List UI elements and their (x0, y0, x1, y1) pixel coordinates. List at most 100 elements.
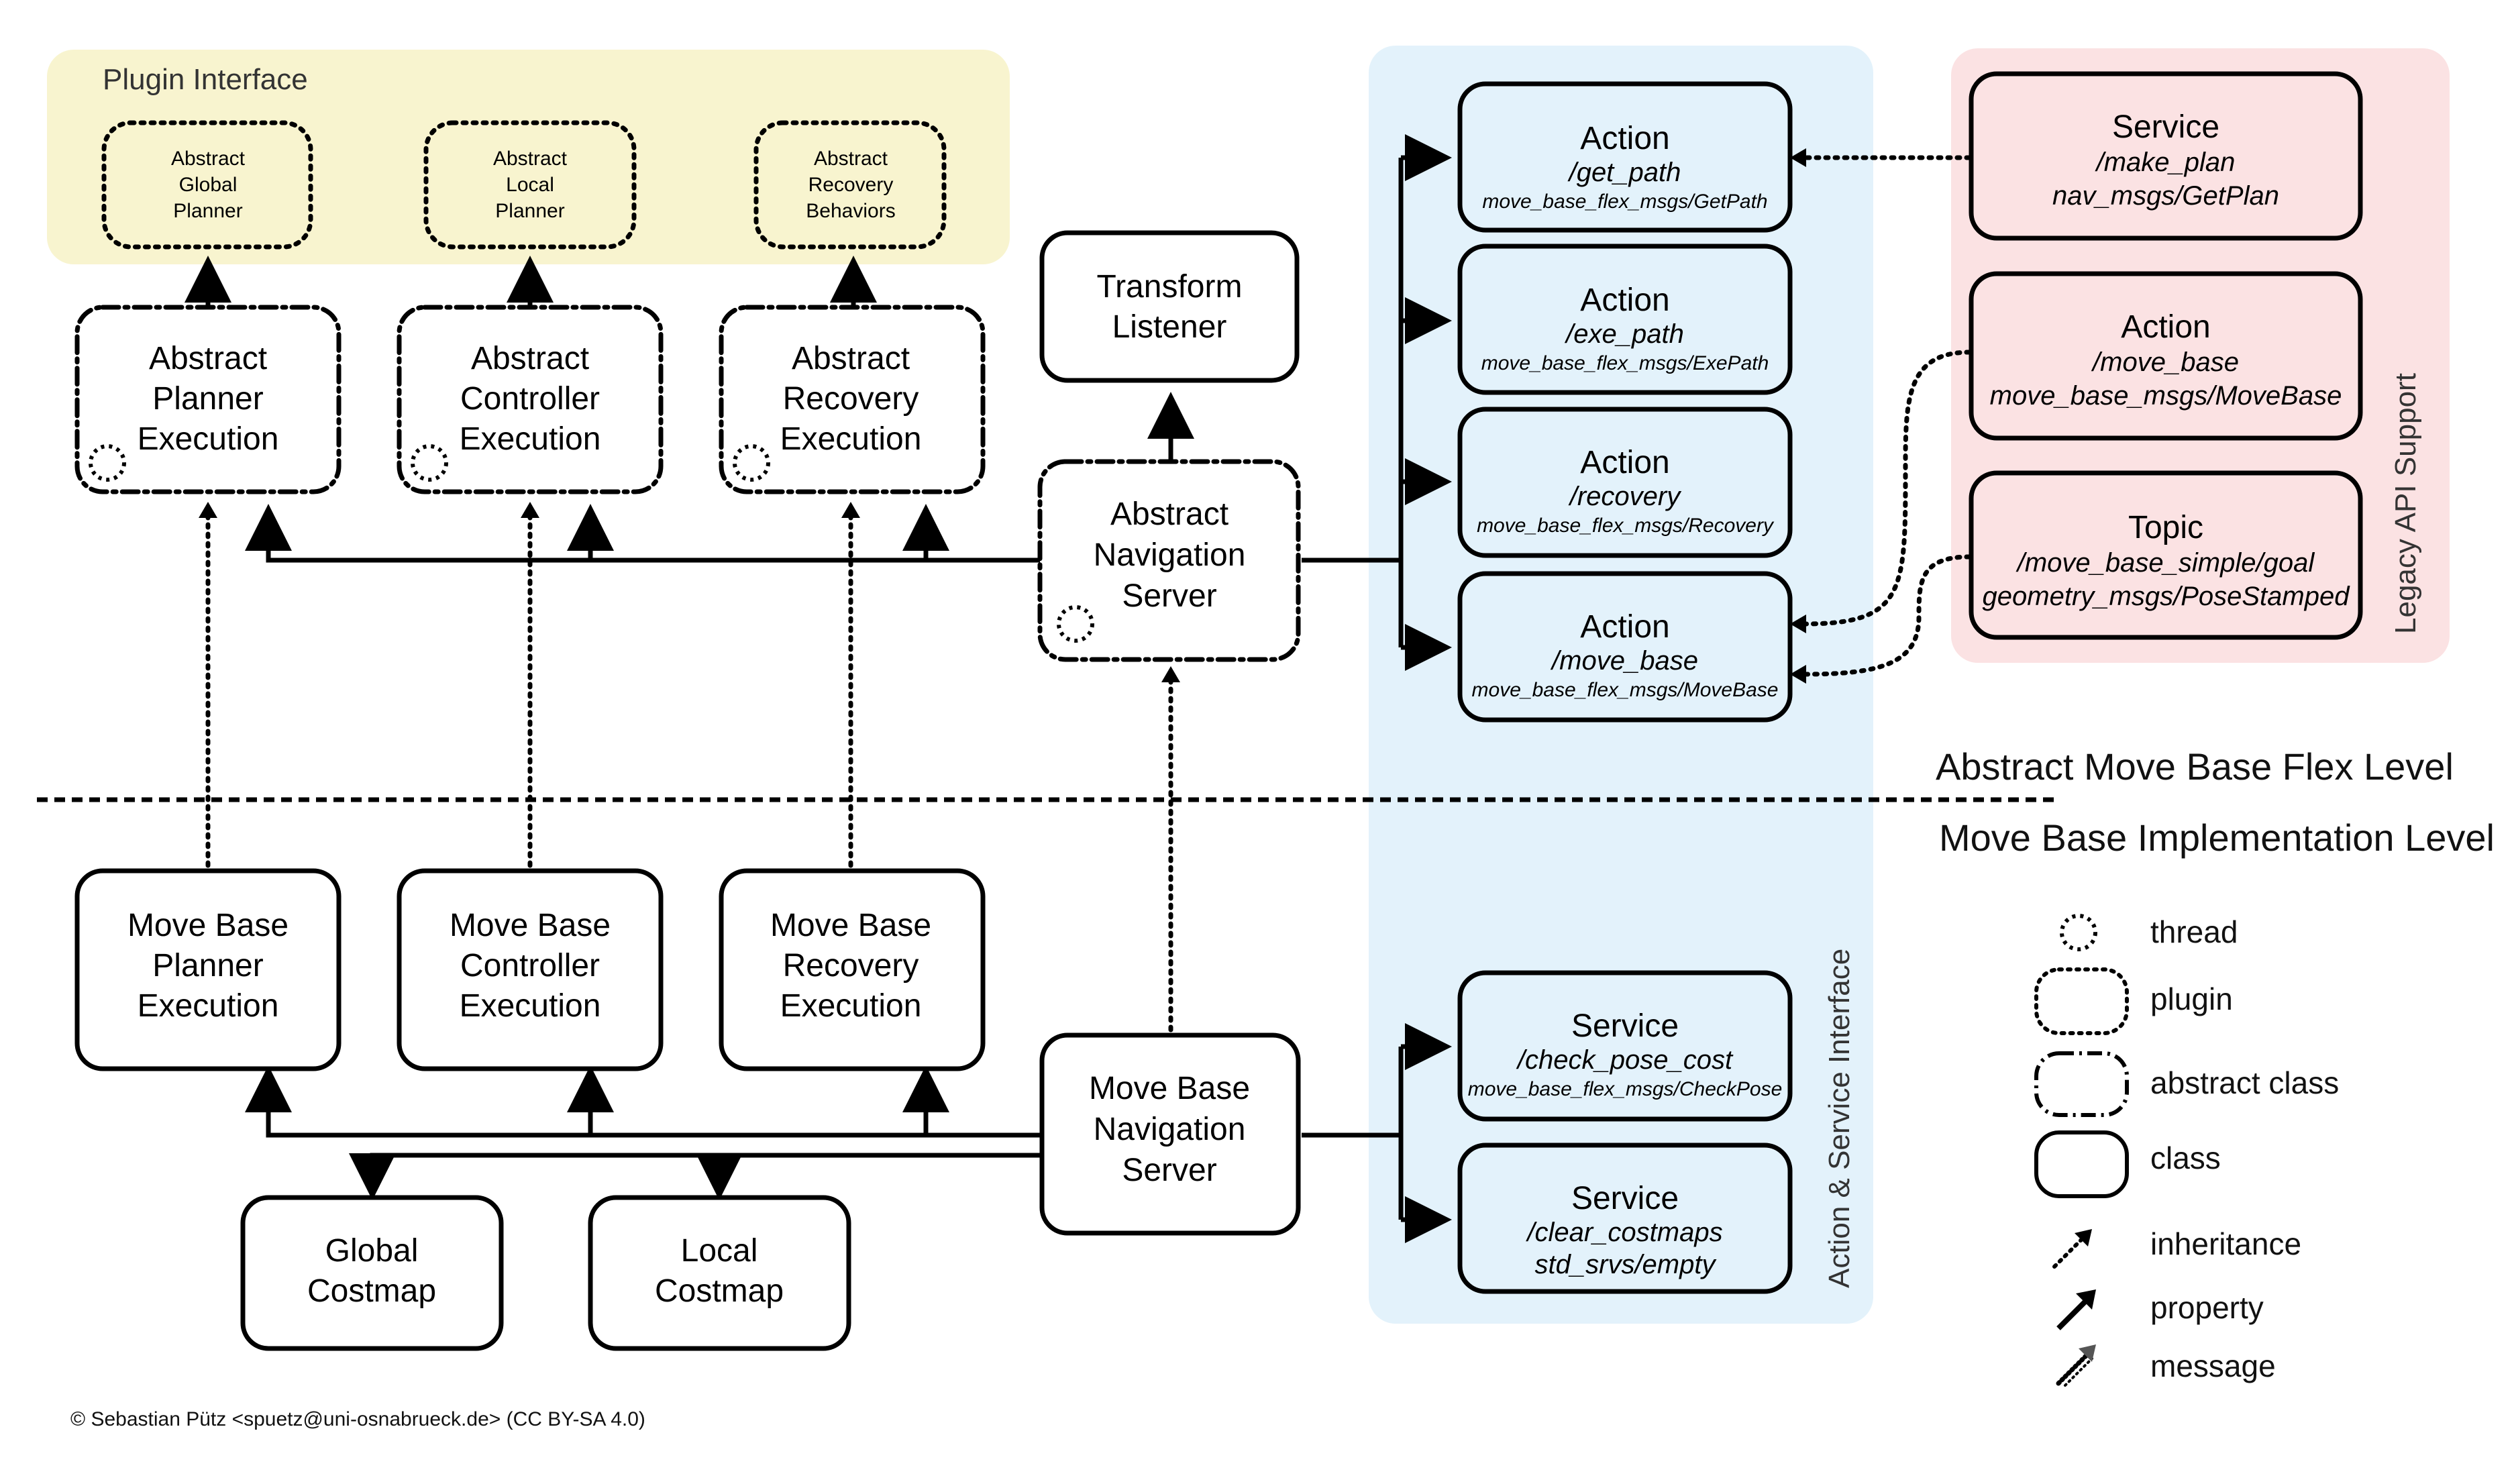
local-costmap-line2: Costmap (655, 1273, 784, 1309)
abstract-controller-line2: Controller (460, 381, 600, 417)
get-path-kind: Action (1580, 121, 1669, 156)
global-planner-line3: Planner (173, 200, 242, 222)
abstract-navigation-server-box (1037, 459, 1301, 662)
check-pose-cost-kind: Service (1571, 1008, 1679, 1044)
action-exe-path-box (1457, 244, 1793, 395)
legacy-make-plan-box (1969, 71, 2363, 241)
mb-planner-line1: Move Base (127, 908, 289, 943)
clear-costmaps-kind: Service (1571, 1181, 1679, 1216)
mb-nav-server-line1: Move Base (1089, 1071, 1250, 1106)
transform-listener-box (1039, 230, 1300, 383)
abstract-nav-server-line2: Navigation (1094, 537, 1246, 573)
legend-property-icon (2056, 1289, 2096, 1330)
recovery-behaviors-line2: Recovery (808, 174, 894, 196)
legacy-move-base-kind: Action (2121, 309, 2210, 345)
move-base-kind: Action (1580, 609, 1669, 645)
global-costmap-line2: Costmap (307, 1273, 436, 1309)
message-heads (1790, 148, 1806, 684)
copyright-notice: © Sebastian Pütz <spuetz@uni-osnabrueck.… (70, 1408, 645, 1430)
plugin-interface-label: Plugin Interface (103, 63, 308, 96)
mb-controller-line3: Execution (460, 988, 601, 1024)
action-get-path-box (1457, 81, 1793, 233)
mb-planner-line3: Execution (138, 988, 279, 1024)
move-base-simple-type: geometry_msgs/PoseStamped (1983, 582, 2351, 611)
abstract-planner-line3: Execution (138, 421, 279, 457)
plugin-box-recovery-behaviors (753, 120, 947, 250)
recovery-type: move_base_flex_msgs/Recovery (1477, 515, 1775, 537)
legacy-move-base-type: move_base_msgs/MoveBase (1990, 381, 2342, 411)
move-base-type: move_base_flex_msgs/MoveBase (1472, 679, 1779, 701)
make-plan-kind: Service (2112, 109, 2219, 145)
legend-property-label: property (2150, 1290, 2264, 1325)
thread-icon (1057, 605, 1094, 643)
exe-path-name: /exe_path (1564, 319, 1684, 349)
legend-abstract-class-icon (2034, 1051, 2129, 1117)
local-planner-line3: Planner (495, 200, 564, 222)
move-base-name: /move_base (1550, 646, 1698, 676)
abstract-planner-execution-box (74, 305, 342, 494)
legend-abstract-class-label: abstract class (2150, 1065, 2339, 1100)
legend-thread-icon (2060, 914, 2097, 951)
legacy-move-base-box (1969, 271, 2363, 441)
abstract-planner-line2: Planner (152, 381, 263, 417)
abstract-nav-server-line1: Abstract (1110, 496, 1228, 532)
global-planner-line2: Global (179, 174, 238, 196)
recovery-kind: Action (1580, 445, 1669, 480)
legacy-api-support-label: Legacy API Support (2389, 373, 2422, 634)
plugin-box-global-planner (101, 120, 313, 250)
legend-plugin-label: plugin (2150, 982, 2233, 1016)
global-costmap-line1: Global (325, 1233, 419, 1269)
move-base-simple-name: /move_base_simple/goal (2015, 548, 2315, 578)
action-recovery-box (1457, 407, 1793, 558)
prop-arrow-global-costmap (349, 1153, 1040, 1200)
thread-icon (411, 444, 448, 482)
local-costmap-line1: Local (681, 1233, 758, 1269)
prop-arrow-mb-planner (245, 1065, 1040, 1138)
global-costmap-box (240, 1195, 504, 1351)
plugin-interface-region: Plugin Interface (47, 50, 1010, 264)
check-pose-cost-name: /check_pose_cost (1516, 1045, 1734, 1075)
abstract-recovery-execution-box (719, 305, 986, 494)
mb-nav-server-line2: Navigation (1094, 1112, 1246, 1147)
abstract-recovery-line2: Recovery (783, 381, 919, 417)
legend-thread-label: thread (2150, 914, 2238, 949)
action-move-base-box (1457, 571, 1793, 723)
legend-message-icon (2056, 1344, 2096, 1387)
transform-listener-line2: Listener (1112, 309, 1227, 345)
mb-recovery-execution-box (719, 868, 986, 1071)
make-plan-type: nav_msgs/GetPlan (2052, 181, 2279, 211)
check-pose-cost-type: move_base_flex_msgs/CheckPose (1468, 1078, 1783, 1100)
plugin-box-local-planner (423, 120, 637, 250)
get-path-name: /get_path (1567, 158, 1681, 187)
transform-listener-line1: Transform (1097, 269, 1243, 305)
legend-plugin-icon (2034, 967, 2129, 1035)
abstract-nav-server-line3: Server (1122, 578, 1216, 614)
legend-class-icon (2034, 1130, 2129, 1198)
prop-arrow-abstract-planner (245, 504, 1040, 563)
service-clear-costmaps-box (1457, 1143, 1793, 1294)
mb-nav-server-line3: Server (1122, 1153, 1216, 1188)
move-base-simple-kind: Topic (2128, 510, 2203, 545)
local-planner-line2: Local (506, 174, 554, 196)
legend-class-label: class (2150, 1141, 2221, 1175)
make-plan-name: /make_plan (2095, 148, 2236, 177)
mb-controller-line2: Controller (460, 948, 600, 984)
legend-message-label: message (2150, 1348, 2276, 1383)
exe-path-type: move_base_flex_msgs/ExePath (1481, 352, 1769, 374)
legacy-move-base-name: /move_base (2091, 348, 2239, 377)
abstract-controller-execution-box (397, 305, 664, 494)
recovery-behaviors-line1: Abstract (814, 148, 888, 170)
abstract-level-label: Abstract Move Base Flex Level (1936, 745, 2454, 788)
clear-costmaps-type: std_srvs/empty (1535, 1250, 1718, 1279)
abstract-recovery-line1: Abstract (792, 341, 910, 376)
message-connectors (1802, 155, 1972, 677)
legacy-move-base-simple-box (1969, 470, 2363, 640)
implementation-level-label: Move Base Implementation Level (1939, 816, 2495, 859)
exe-path-kind: Action (1580, 282, 1669, 318)
action-service-interface-label: Action & Service Interface (1823, 949, 1856, 1288)
local-costmap-box (588, 1195, 851, 1351)
legend: thread plugin abstract class class inher… (2034, 914, 2339, 1387)
mb-navigation-server-box (1039, 1032, 1301, 1236)
global-planner-line1: Abstract (171, 148, 246, 170)
